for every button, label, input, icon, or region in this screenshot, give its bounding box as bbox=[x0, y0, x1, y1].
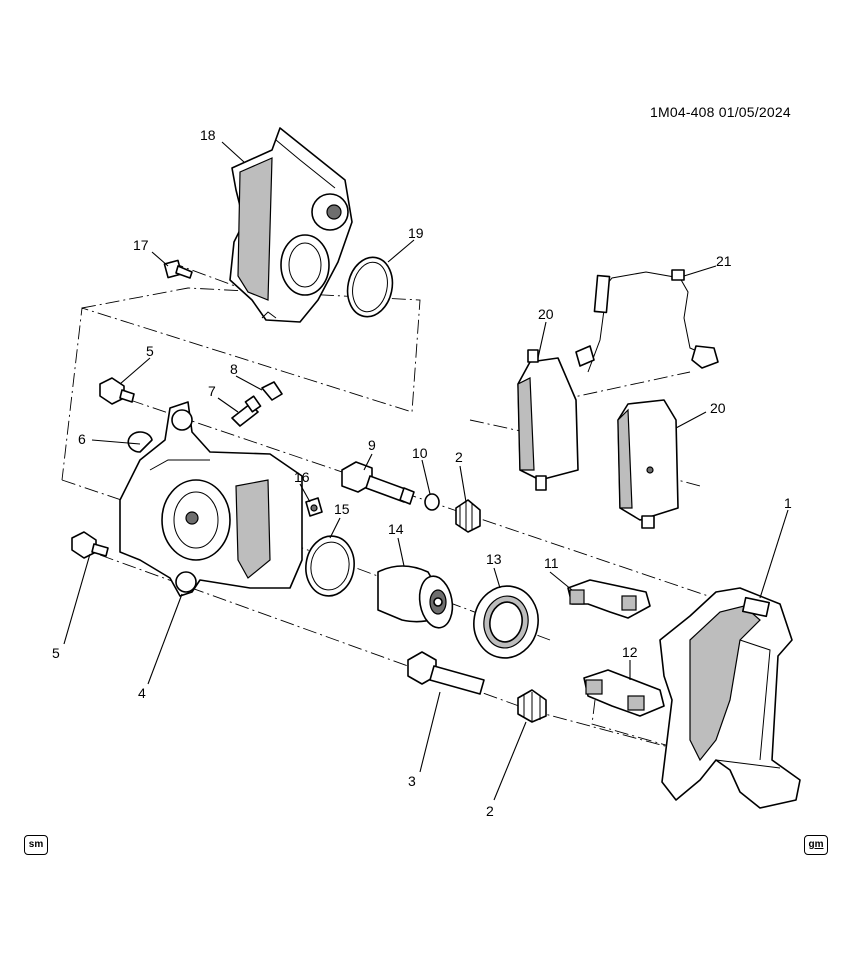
callout-9: 9 bbox=[368, 437, 376, 453]
callout-20-right: 20 bbox=[710, 400, 726, 416]
brake-pad-20-inner bbox=[517, 349, 579, 491]
boot-2-lower bbox=[517, 689, 547, 723]
pad-clip-11 bbox=[567, 579, 651, 619]
dust-seal-13 bbox=[473, 585, 539, 659]
wear-sensor-21 bbox=[575, 269, 719, 373]
callout-1: 1 bbox=[784, 495, 792, 511]
callout-21: 21 bbox=[716, 253, 732, 269]
bleeder-valve-7 bbox=[231, 395, 262, 427]
callout-6: 6 bbox=[78, 431, 86, 447]
callout-17: 17 bbox=[133, 237, 149, 253]
fitting-16 bbox=[305, 497, 323, 517]
document-code: 1M04-408 01/05/2024 bbox=[650, 104, 791, 120]
guide-pin-9 bbox=[341, 461, 415, 505]
callout-4: 4 bbox=[138, 685, 146, 701]
callout-8: 8 bbox=[230, 361, 238, 377]
callout-10: 10 bbox=[412, 445, 428, 461]
callout-3: 3 bbox=[408, 773, 416, 789]
callout-12: 12 bbox=[622, 644, 638, 660]
callout-2-upper: 2 bbox=[455, 449, 463, 465]
callout-7: 7 bbox=[208, 383, 216, 399]
actuator-housing-18 bbox=[229, 127, 353, 323]
bolt-5-lower bbox=[71, 531, 109, 559]
o-ring-19 bbox=[346, 256, 394, 318]
callout-leaders bbox=[63, 141, 789, 801]
callout-20-left: 20 bbox=[538, 306, 554, 322]
caliper-body-4 bbox=[119, 401, 303, 597]
callout-5-upper: 5 bbox=[146, 343, 154, 359]
callout-19: 19 bbox=[408, 225, 424, 241]
callout-15: 15 bbox=[334, 501, 350, 517]
callout-16: 16 bbox=[294, 469, 310, 485]
boot-2-upper bbox=[455, 499, 481, 533]
clip-6 bbox=[127, 431, 153, 453]
seal-15 bbox=[305, 535, 355, 597]
callout-14: 14 bbox=[388, 521, 404, 537]
callout-18: 18 bbox=[200, 127, 216, 143]
callout-11: 11 bbox=[544, 555, 559, 571]
brake-pad-20-outer bbox=[617, 399, 679, 529]
callout-2-lower: 2 bbox=[486, 803, 494, 819]
callout-numbers: 18 19 17 5 8 7 6 9 10 2 16 15 14 13 11 1… bbox=[52, 127, 792, 819]
gm-logo: gm bbox=[804, 835, 828, 855]
caliper-bracket-1 bbox=[659, 587, 801, 809]
bolt-5-upper bbox=[99, 377, 135, 405]
guide-pin-3 bbox=[407, 651, 485, 695]
screw-17 bbox=[163, 259, 193, 279]
bushing-10 bbox=[424, 493, 440, 511]
callout-5-lower: 5 bbox=[52, 645, 60, 661]
cap-8 bbox=[261, 381, 283, 401]
callout-13: 13 bbox=[486, 551, 502, 567]
pad-clip-12 bbox=[583, 669, 665, 717]
piston-14 bbox=[377, 565, 454, 629]
sm-logo: sm bbox=[24, 835, 48, 855]
